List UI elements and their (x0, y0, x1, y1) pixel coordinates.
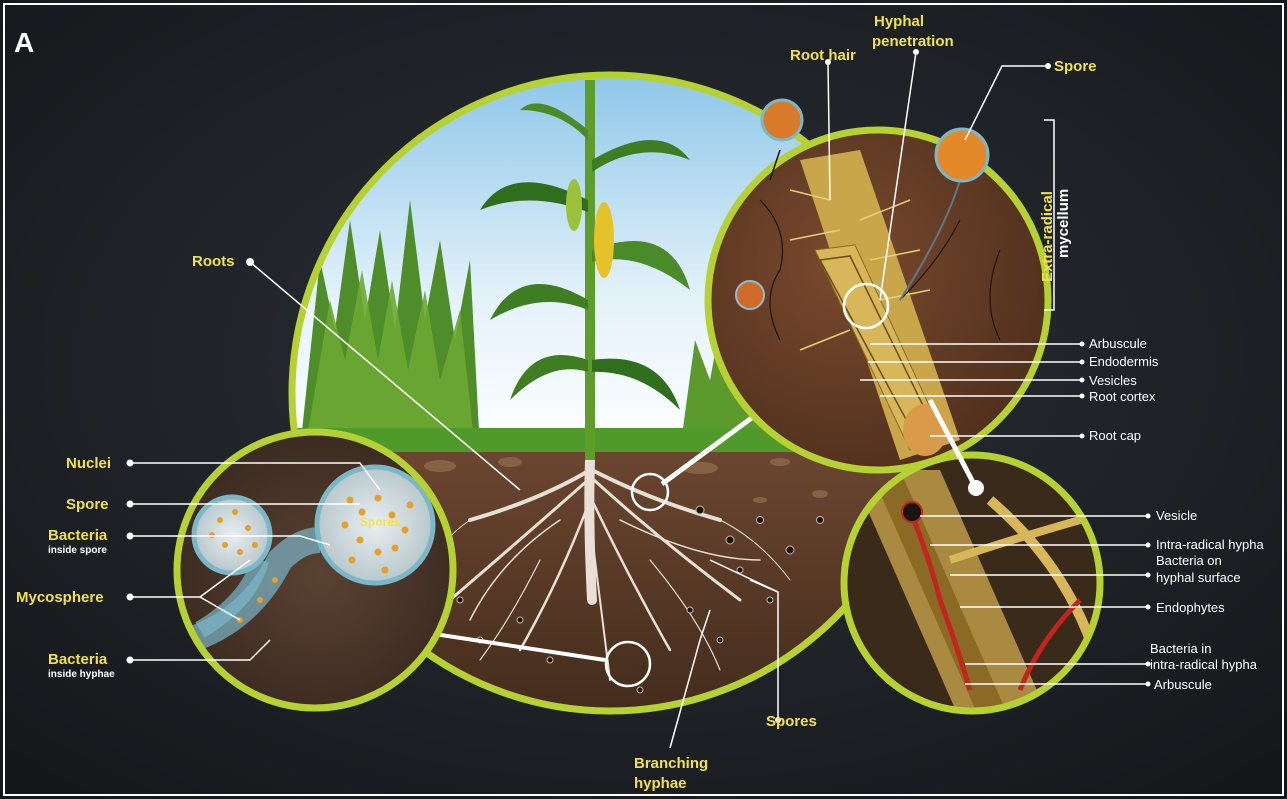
label-roots: Roots (192, 253, 235, 270)
label-bacteria-in-1: Bacteria in (1150, 641, 1211, 656)
panel-letter: A (14, 27, 34, 58)
label-vesicle: Vesicle (1156, 508, 1197, 523)
label-spores: Spores (766, 713, 817, 730)
label-endophytes: Endophytes (1156, 600, 1225, 615)
label-bacteria-inside-spore-1: Bacteria (48, 527, 108, 544)
label-bacteria-on-2: hyphal surface (1156, 570, 1241, 585)
label-root-cortex: Root cortex (1089, 389, 1156, 404)
label-branching-hyphae-2: hyphae (634, 775, 687, 792)
label-hyphal-penetration-1: Hyphal (874, 13, 924, 30)
label-intra-radical-hypha: Intra-radical hypha (1156, 537, 1264, 552)
label-vesicles: Vesicles (1089, 373, 1137, 388)
spore-small (194, 497, 270, 573)
label-branching-hyphae-1: Branching (634, 755, 708, 772)
label-root-cap: Root cap (1089, 428, 1141, 443)
label-bacteria-in-2: intra-radical hypha (1150, 657, 1258, 672)
inset-spore-text: Spores (360, 515, 401, 529)
label-spore-left: Spore (66, 496, 109, 513)
label-bacteria-inside-spore-2: inside spore (48, 545, 107, 556)
label-spore-top: Spore (1054, 58, 1097, 75)
cell-inset-dot (968, 480, 984, 496)
label-mycosphere: Mycosphere (16, 589, 104, 606)
label-extra-radical-2: mycellum (1055, 189, 1072, 258)
label-bacteria-on-1: Bacteria on (1156, 553, 1222, 568)
label-nuclei: Nuclei (66, 455, 111, 472)
label-bacteria-inside-hyphae-2: inside hyphae (48, 669, 115, 680)
label-root-hair: Root hair (790, 47, 856, 64)
label-extra-radical-1: Extra-radical (1039, 191, 1056, 282)
label-hyphal-penetration-2: penetration (872, 33, 954, 50)
label-endodermis: Endodermis (1089, 354, 1159, 369)
label-arbuscule-top: Arbuscule (1089, 336, 1147, 351)
label-bacteria-inside-hyphae-1: Bacteria (48, 651, 108, 668)
label-arbuscule-bottom: Arbuscule (1154, 677, 1212, 692)
